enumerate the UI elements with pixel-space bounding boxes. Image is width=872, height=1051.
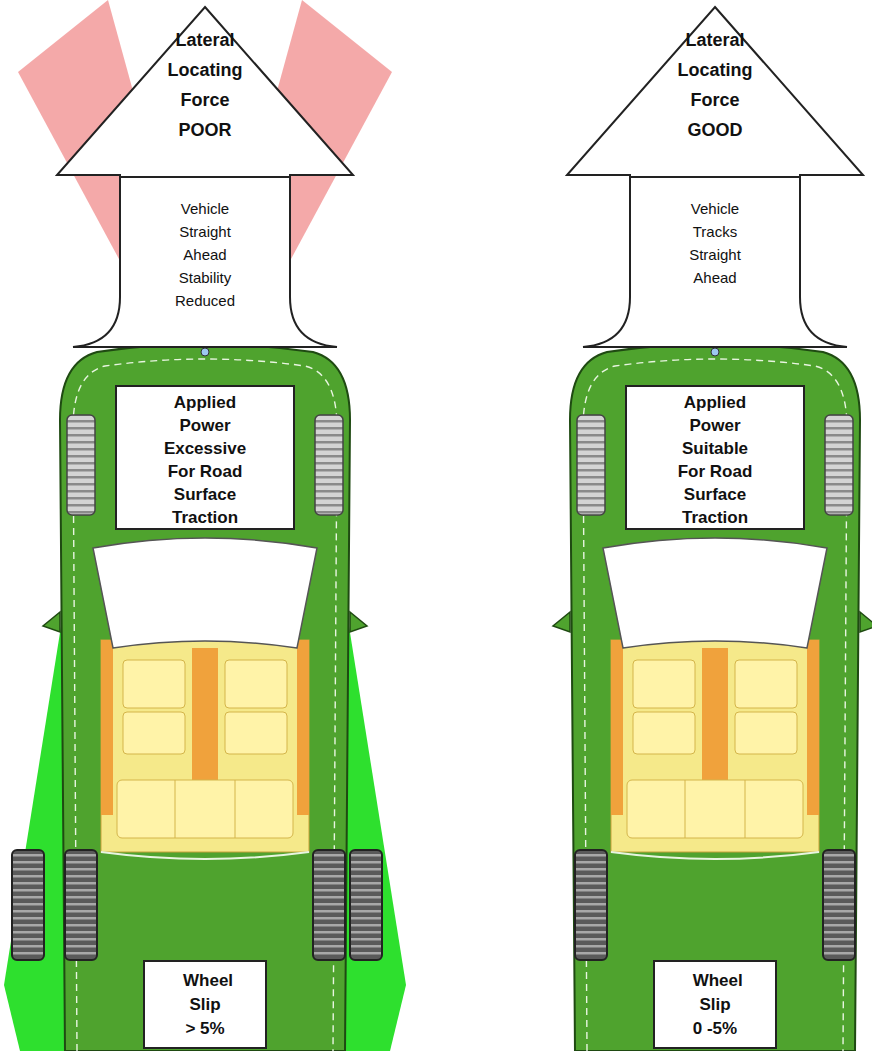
arrow-shape bbox=[57, 7, 353, 347]
node-heading: Lateral Locating Force POOR bbox=[155, 25, 255, 145]
arrow-divider bbox=[120, 176, 290, 178]
wheel-slip-fan bbox=[4, 620, 66, 1051]
node-heading: Applied Power Suitable For Road Surface … bbox=[669, 391, 761, 529]
force-arrow: Lateral Locating Force POOR Vehicle Strai… bbox=[55, 5, 355, 347]
car-poor bbox=[43, 344, 367, 1051]
force-arrow: Lateral Locating Force GOOD Vehicle Track… bbox=[565, 5, 865, 347]
wheel-slip-fan bbox=[344, 620, 406, 1051]
node-heading: Applied Power Excessive For Road Surface… bbox=[153, 391, 257, 529]
node-heading: Wheel Slip 0 -5% bbox=[693, 969, 738, 1041]
wheel-slip-box: Wheel Slip 0 -5% bbox=[653, 960, 777, 1049]
arrow-outline bbox=[565, 5, 865, 347]
slipping-wheel bbox=[12, 850, 44, 960]
car-good bbox=[553, 344, 872, 1051]
slipping-wheel bbox=[350, 850, 382, 960]
arrow-divider bbox=[630, 176, 800, 178]
node-body: Vehicle Straight Ahead Stability Reduced bbox=[165, 197, 245, 312]
power-box: Applied Power Suitable For Road Surface … bbox=[625, 385, 805, 530]
power-box: Applied Power Excessive For Road Surface… bbox=[115, 385, 295, 530]
arrow-shape bbox=[567, 7, 863, 347]
node-heading: Wheel Slip > 5% bbox=[183, 969, 227, 1041]
wheel-slip-box: Wheel Slip > 5% bbox=[143, 960, 267, 1049]
node-body: Vehicle Tracks Straight Ahead bbox=[675, 197, 755, 289]
node-heading: Lateral Locating Force GOOD bbox=[665, 25, 765, 145]
